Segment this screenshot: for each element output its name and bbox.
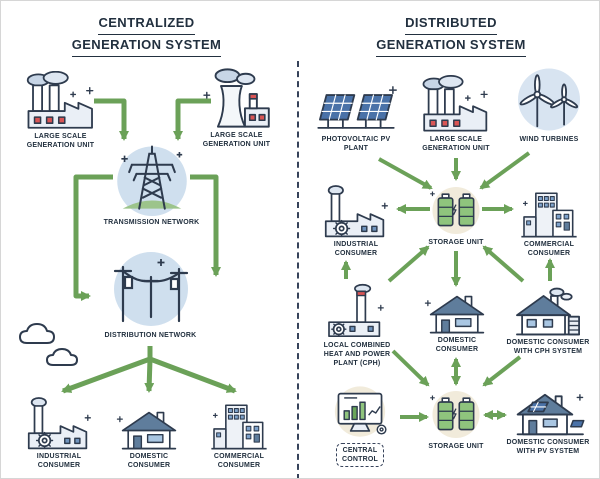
node-commercial-consumer-left: COMMERCIAL CONSUMER <box>195 400 283 470</box>
node-domestic-consumer: DOMESTIC CONSUMER <box>415 291 499 354</box>
cloud-icon <box>19 323 55 344</box>
node-label: STORAGE UNIT <box>428 443 484 450</box>
node-label: DOMESTIC CONSUMER <box>127 453 171 470</box>
node-label: STORAGE UNIT <box>428 239 484 246</box>
arrow-domesticcph-to-storage2 <box>482 355 522 387</box>
transmission-tower-icon <box>106 141 198 216</box>
house-icon <box>114 407 184 450</box>
node-transmission-network: TRANSMISSION NETWORK <box>99 141 204 227</box>
node-label: DOMESTIC CONSUMER <box>435 337 479 354</box>
battery-storage-icon <box>423 389 489 440</box>
node-photovoltaic-plant: PHOTOVOLTAIC PV PLANT <box>307 85 405 153</box>
node-large-scale-generation-left: LARGE SCALE GENERATION UNIT <box>13 71 108 150</box>
arrow-distribution-to-domestic <box>144 358 155 393</box>
node-label: WIND TURBINES <box>519 136 579 143</box>
node-domestic-consumer-cph: DOMESTIC CONSUMER WITH CPH SYSTEM <box>501 287 595 356</box>
factory-smokestacks-icon <box>23 71 99 130</box>
node-label: PHOTOVOLTAIC PV PLANT <box>321 136 391 153</box>
node-label: COMMERCIAL CONSUMER <box>213 453 265 470</box>
node-distribution-network: DISTRIBUTION NETWORK <box>83 249 218 340</box>
cooling-tower-icon <box>197 67 277 129</box>
node-label: LARGE SCALE GENERATION UNIT <box>422 136 490 153</box>
right-panel-title: DISTRIBUTED GENERATION SYSTEM <box>326 13 576 58</box>
panel-divider <box>297 61 299 478</box>
office-buildings-icon <box>516 188 582 238</box>
node-label: LARGE SCALE GENERATION UNIT <box>26 133 95 150</box>
node-large-scale-generation-right: LARGE SCALE GENERATION UNIT <box>189 67 284 149</box>
node-label: INDUSTRIAL CONSUMER <box>333 241 379 258</box>
node-label: INDUSTRIAL CONSUMER <box>36 453 82 470</box>
house-icon <box>422 291 492 334</box>
right-title-line1: DISTRIBUTED <box>405 13 497 36</box>
node-storage-unit-upper: STORAGE UNIT <box>417 185 495 247</box>
node-storage-unit-lower: STORAGE UNIT <box>417 389 495 451</box>
left-panel-title: CENTRALIZED GENERATION SYSTEM <box>29 13 264 58</box>
industrial-factory-icon <box>320 183 392 238</box>
node-cph-plant: LOCAL COMBINED HEAT AND POWER PLANT (CPH… <box>307 283 407 368</box>
office-buildings-icon <box>206 400 272 450</box>
arrow-distribution-to-commercial <box>149 356 237 394</box>
node-wind-turbines: WIND TURBINES <box>503 66 595 144</box>
node-label: TRANSMISSION NETWORK <box>103 219 200 226</box>
clouds-decoration <box>19 323 78 366</box>
node-label: DISTRIBUTION NETWORK <box>104 332 197 339</box>
wind-turbines-icon <box>507 66 591 133</box>
node-industrial-consumer-left: INDUSTRIAL CONSUMER <box>15 395 103 470</box>
cloud-icon <box>46 348 78 366</box>
node-domestic-consumer-left: DOMESTIC CONSUMER <box>105 407 193 470</box>
left-title-line1: CENTRALIZED <box>98 13 195 36</box>
industrial-factory-icon <box>23 395 95 450</box>
node-label: LOCAL COMBINED HEAT AND POWER PLANT (CPH… <box>323 342 391 368</box>
house-with-boiler-icon <box>511 287 585 336</box>
node-industrial-consumer: INDUSTRIAL CONSUMER <box>309 183 403 258</box>
house-with-solar-icon <box>510 387 586 436</box>
arrow-wind-to-storage <box>479 151 531 190</box>
control-monitor-icon <box>324 385 396 441</box>
node-label: COMMERCIAL CONSUMER <box>523 241 575 258</box>
heat-power-plant-icon <box>322 283 392 339</box>
node-central-control: CENTRAL CONTROL <box>319 385 401 468</box>
node-label: LARGE SCALE GENERATION UNIT <box>202 132 271 149</box>
node-label: DOMESTIC CONSUMER WITH PV SYSTEM <box>506 439 590 456</box>
utility-poles-icon <box>101 249 201 329</box>
battery-storage-icon <box>423 185 489 236</box>
node-commercial-consumer: COMMERCIAL CONSUMER <box>505 188 593 258</box>
left-title-line2: GENERATION SYSTEM <box>71 35 222 58</box>
right-title-line2: GENERATION SYSTEM <box>376 35 526 58</box>
arrow-distribution-to-industrial <box>61 356 151 394</box>
node-large-scale-generation-unit: LARGE SCALE GENERATION UNIT <box>409 75 503 153</box>
central-control-label: CENTRAL CONTROL <box>335 443 384 468</box>
node-label: DOMESTIC CONSUMER WITH CPH SYSTEM <box>506 339 590 356</box>
solar-panels-icon <box>315 85 397 133</box>
node-domestic-consumer-pv: DOMESTIC CONSUMER WITH PV SYSTEM <box>501 387 595 456</box>
factory-smokestacks-icon <box>419 75 493 133</box>
